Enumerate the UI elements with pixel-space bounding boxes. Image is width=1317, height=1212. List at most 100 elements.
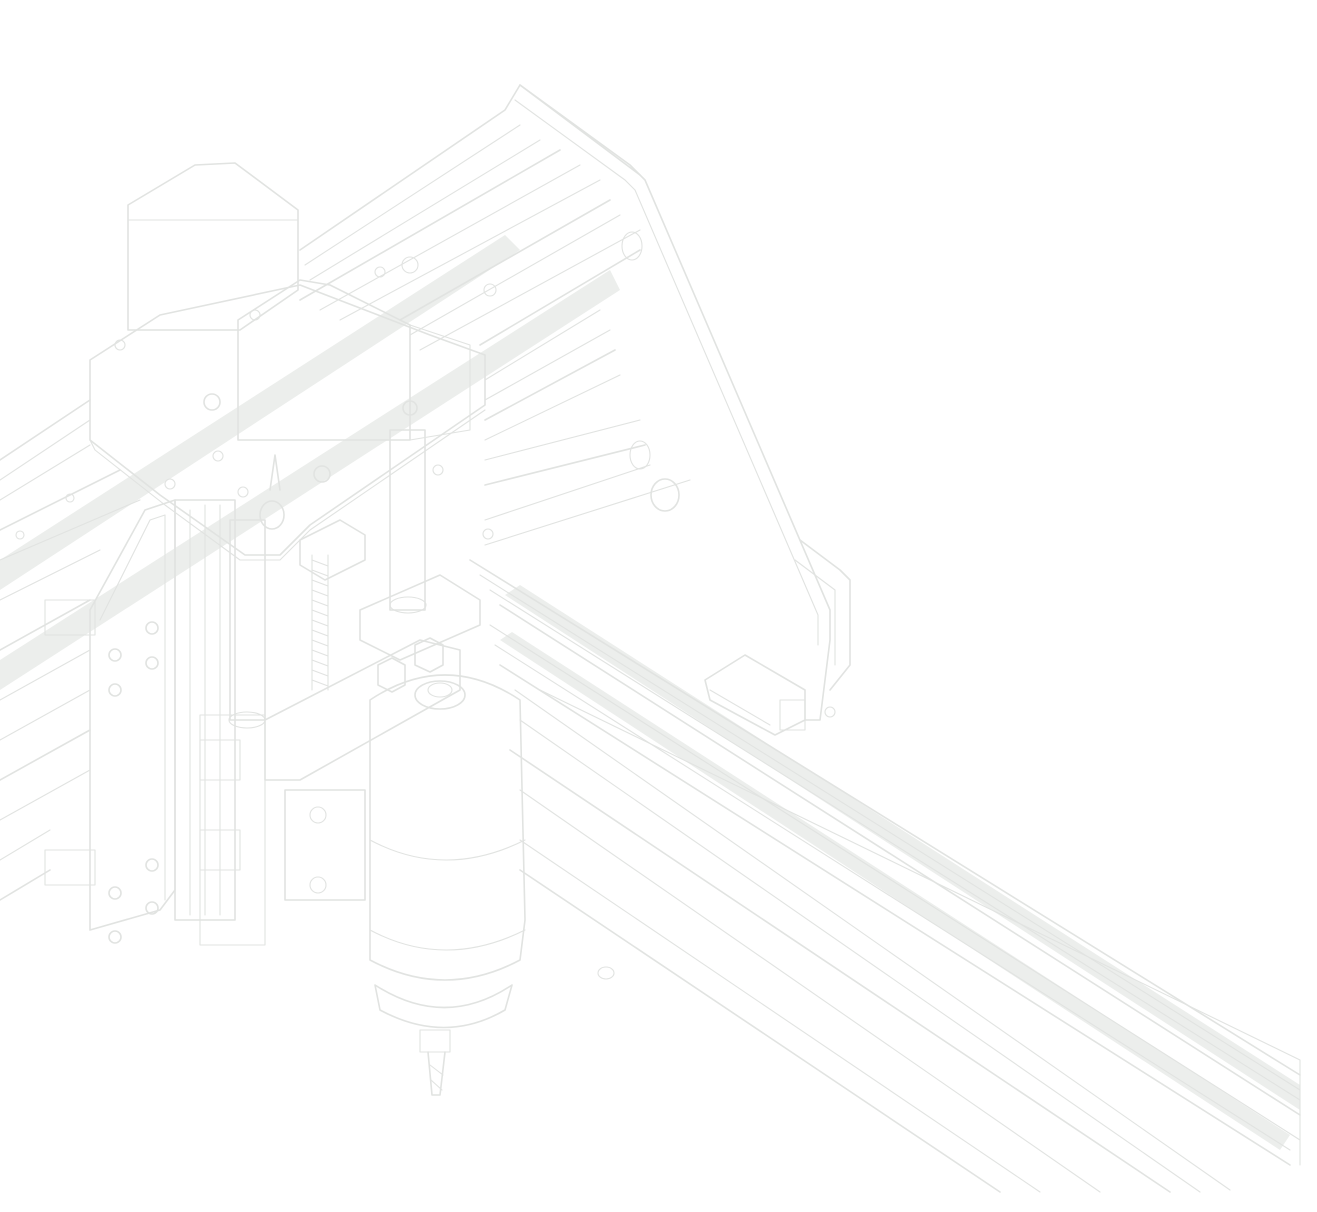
side-plate-outline bbox=[519, 84, 831, 721]
x-beam-left bbox=[0, 549, 101, 601]
motor-mount bbox=[89, 162, 486, 561]
probe-base bbox=[259, 500, 285, 530]
stepper-motor-back bbox=[127, 162, 299, 331]
y-rail-edge bbox=[514, 689, 1231, 1191]
z-rail-right bbox=[389, 429, 426, 611]
carriage-bolt bbox=[108, 886, 122, 900]
x-beam-line bbox=[309, 139, 541, 281]
clamp-bolt bbox=[309, 876, 327, 894]
x-beam-band-2 bbox=[0, 270, 620, 690]
motor-bolt bbox=[203, 393, 221, 411]
x-beam-top bbox=[299, 84, 641, 251]
x-beam-left bbox=[0, 649, 91, 701]
spindle-band bbox=[369, 929, 526, 951]
y-rail-edge bbox=[519, 719, 1201, 1193]
y-rail-edge bbox=[494, 644, 1291, 1151]
spindle-body bbox=[369, 674, 526, 981]
beam-bolt bbox=[483, 283, 497, 297]
top-plate bbox=[89, 284, 486, 556]
beam-bolt bbox=[15, 530, 25, 540]
x-beam-line bbox=[409, 214, 621, 336]
stepper-motor-edge bbox=[409, 324, 471, 441]
carriage-bolt bbox=[108, 683, 122, 697]
y-axis-rail bbox=[469, 559, 1301, 1193]
probe-tip bbox=[269, 454, 281, 491]
plate-hole bbox=[432, 464, 444, 476]
table-hole bbox=[597, 966, 615, 980]
y-rail-edge bbox=[489, 589, 1301, 1101]
spindle-nut bbox=[414, 680, 466, 710]
spindle bbox=[264, 637, 526, 1096]
top-plate-edge bbox=[89, 409, 486, 561]
x-beam-line bbox=[319, 164, 581, 311]
y-rail-edge bbox=[479, 574, 1301, 1091]
z-slide-bracket bbox=[199, 739, 241, 781]
x-beam-line bbox=[484, 329, 611, 401]
spindle-nut-inner bbox=[427, 682, 453, 698]
beam-bolt bbox=[401, 256, 419, 274]
z-rail bbox=[229, 519, 266, 721]
carriage-bolt bbox=[824, 706, 836, 718]
z-slide-bracket bbox=[199, 829, 241, 871]
plate-hole bbox=[114, 339, 126, 351]
plate-hole bbox=[212, 450, 224, 462]
y-rail-edge bbox=[499, 604, 1301, 1116]
lead-screw bbox=[311, 554, 329, 691]
y-carriage-line bbox=[709, 689, 771, 726]
y-rail-edge bbox=[509, 749, 1171, 1193]
y-rail-band-2 bbox=[500, 632, 1290, 1150]
carriage-bolt bbox=[145, 901, 159, 915]
spindle-nose bbox=[374, 984, 513, 1029]
x-beam-line bbox=[339, 179, 601, 321]
clamp-bolt bbox=[309, 806, 327, 824]
carriage-plate-edge bbox=[99, 514, 166, 901]
x-beam-left bbox=[0, 469, 121, 531]
x-beam-line bbox=[484, 374, 621, 441]
gantry-side-plate bbox=[514, 84, 851, 736]
beam-rod-end bbox=[629, 440, 651, 470]
motor-bolt bbox=[313, 465, 331, 483]
y-rail-edge bbox=[489, 624, 1301, 1141]
x-beam-left bbox=[0, 444, 91, 501]
y-rail-edge bbox=[519, 789, 1101, 1193]
spindle-band bbox=[369, 839, 526, 861]
spindle-cap-hex bbox=[377, 657, 406, 693]
x-beam-left bbox=[0, 419, 91, 481]
beam-bolt bbox=[65, 493, 75, 503]
side-plate-inner bbox=[514, 99, 819, 646]
x-beam-left bbox=[0, 829, 51, 861]
x-beam-line bbox=[484, 349, 616, 421]
x-beam-left bbox=[0, 869, 51, 901]
side-bracket bbox=[794, 559, 836, 666]
x-beam-line bbox=[484, 444, 646, 486]
x-axis-beam bbox=[0, 84, 691, 901]
x-beam-left bbox=[0, 689, 91, 741]
end-mill-flute bbox=[429, 1064, 444, 1076]
motor-bolt bbox=[402, 400, 418, 416]
x-beam-line bbox=[304, 124, 521, 266]
x-beam-line bbox=[399, 199, 611, 321]
beam-bolt bbox=[374, 266, 386, 278]
lead-screw-thread bbox=[311, 559, 329, 687]
x-beam-line bbox=[484, 309, 601, 381]
x-beam-line bbox=[484, 419, 641, 461]
y-rail-edge bbox=[469, 559, 1301, 1076]
end-mill bbox=[427, 1051, 446, 1096]
carriage-bolt bbox=[145, 656, 159, 670]
plate-hole bbox=[249, 309, 261, 321]
y-rail-edge bbox=[519, 839, 1041, 1193]
z-column bbox=[174, 499, 236, 921]
carriage-bolt bbox=[145, 621, 159, 635]
plate-hole bbox=[164, 478, 176, 490]
screw-nut-block bbox=[299, 519, 366, 581]
spindle-mount bbox=[264, 639, 461, 781]
carriage-bearing-block bbox=[44, 599, 96, 636]
z-rail-end bbox=[389, 596, 427, 614]
end-mill-flute bbox=[430, 1079, 443, 1091]
x-beam-line bbox=[484, 464, 651, 521]
stepper-motor-front bbox=[237, 279, 411, 441]
carriage-bolt bbox=[145, 858, 159, 872]
carriage-bearing-block bbox=[44, 849, 96, 886]
